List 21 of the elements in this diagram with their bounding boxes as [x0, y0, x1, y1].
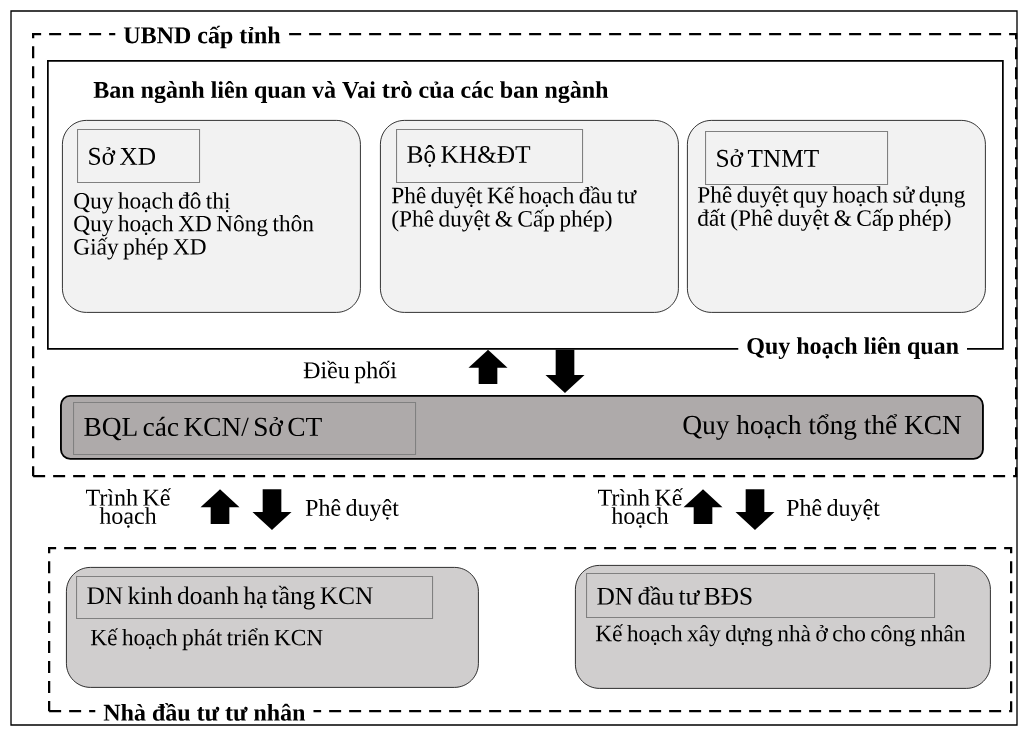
edge-label: Trình Kế hoạch — [598, 488, 683, 528]
edge-label: Trình Kế hoạch — [86, 488, 171, 528]
edge-label: Phê duyệt — [786, 499, 880, 521]
bar-text: Quy hoạch tổng thể KCN — [683, 414, 962, 440]
card-text: Kế hoạch phát triển KCN — [90, 628, 323, 651]
card-text: Phê duyệt quy hoạch sử dụng đất (Phê duyệt & Cấp phép) — [697, 186, 965, 231]
header-box: DN kinh doanh hạ tầng KCN — [76, 576, 434, 620]
edge-label: Điều phối — [303, 360, 397, 384]
card-text: Quy hoạch đô thị Quy hoạch XD Nông thôn Giấy phép XD — [74, 192, 314, 260]
header-box: Sở TNMT — [705, 131, 889, 186]
frame-title: Nhà đầu tư tư nhân — [95, 701, 314, 723]
panel-title: Quy hoạch liên quan — [738, 335, 967, 361]
edge-label: Phê duyệt — [305, 499, 399, 521]
card-text: Kế hoạch xây dựng nhà ở cho công nhân — [595, 624, 966, 647]
header-box: Sở XD — [77, 129, 201, 184]
header-box: Bộ KH&ĐT — [396, 129, 584, 184]
header-box: BQL các KCN/ Sở CT — [73, 402, 417, 456]
frame-title: UBND cấp tỉnh — [115, 24, 289, 50]
panel-title: Ban ngành liên quan và Vai trò của các ban ngành — [93, 80, 609, 104]
card-text: Phê duyệt Kế hoạch đầu tư (Phê duyệt & Cấp phép) — [391, 186, 637, 232]
header-box: DN đầu tư BĐS — [586, 573, 936, 619]
